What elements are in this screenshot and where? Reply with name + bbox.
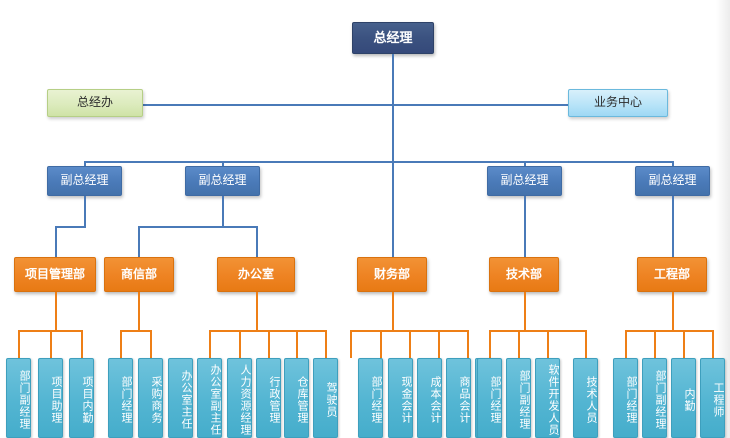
node-deputy-gm-1[interactable]: 副总经理 bbox=[47, 166, 122, 196]
node-role-eng-dept-manager[interactable]: 部门经理 bbox=[613, 358, 638, 438]
node-deputy-gm-3[interactable]: 副总经理 bbox=[487, 166, 562, 196]
node-general-manager[interactable]: 总经理 bbox=[352, 22, 434, 54]
node-role-driver[interactable]: 驾驶员 bbox=[313, 358, 338, 438]
connector-d1-stem bbox=[84, 196, 86, 226]
node-role-tech-deputy-manager[interactable]: 部门副经理 bbox=[506, 358, 531, 438]
connector-dept4-stem bbox=[392, 292, 394, 330]
connector-dept5-role3 bbox=[547, 330, 549, 358]
connector-dept6-bus bbox=[625, 330, 713, 332]
connector-d2-to-dept2 bbox=[138, 226, 140, 257]
node-role-merchandise-accountant[interactable]: 商品会计 bbox=[446, 358, 471, 438]
connector-dept6-role4 bbox=[712, 330, 714, 358]
node-deputy-gm-4[interactable]: 副总经理 bbox=[635, 166, 710, 196]
connector-dept2-stem bbox=[138, 292, 140, 330]
node-role-technical-staff[interactable]: 技术人员 bbox=[573, 358, 598, 438]
node-gm-office[interactable]: 总经办 bbox=[47, 89, 143, 117]
connector-d4-to-dept6 bbox=[672, 196, 674, 257]
connector-top-trunk bbox=[392, 54, 394, 161]
connector-dept3-stem bbox=[256, 292, 258, 330]
node-dept-project-management[interactable]: 项目管理部 bbox=[14, 257, 96, 292]
node-role-office-deputy-director[interactable]: 办公室副主任 bbox=[197, 358, 222, 438]
node-dept-finance[interactable]: 财务部 bbox=[357, 257, 427, 292]
node-role-cash-accountant[interactable]: 现金会计 bbox=[388, 358, 413, 438]
connector-staff-right bbox=[392, 104, 568, 106]
connector-dept2-role1 bbox=[120, 330, 122, 358]
connector-dept1-stem bbox=[55, 292, 57, 330]
connector-d1-elbow bbox=[55, 226, 86, 228]
connector-dept5-role2 bbox=[518, 330, 520, 358]
node-role-cost-accountant[interactable]: 成本会计 bbox=[417, 358, 442, 438]
connector-deputy-drop-2 bbox=[222, 161, 224, 166]
node-dept-office[interactable]: 办公室 bbox=[217, 257, 295, 292]
connector-dept4-role5 bbox=[467, 330, 469, 358]
node-role-engineer[interactable]: 工程师 bbox=[700, 358, 725, 438]
connector-finance-stem bbox=[392, 161, 394, 257]
connector-dept4-role3 bbox=[409, 330, 411, 358]
connector-dept5-role1 bbox=[489, 330, 491, 358]
connector-dept3-role3 bbox=[268, 330, 270, 358]
node-deputy-gm-2[interactable]: 副总经理 bbox=[185, 166, 260, 196]
node-role-tech-dept-manager[interactable]: 部门经理 bbox=[477, 358, 502, 438]
node-business-center[interactable]: 业务中心 bbox=[568, 89, 668, 117]
node-role-software-developer[interactable]: 软件开发人员 bbox=[535, 358, 560, 438]
connector-dept1-role3 bbox=[81, 330, 83, 358]
node-role-hr-manager[interactable]: 人力资源经理 bbox=[227, 358, 252, 438]
node-role-project-clerk[interactable]: 项目内勤 bbox=[69, 358, 94, 438]
connector-d3-to-dept5 bbox=[524, 196, 526, 257]
connector-dept5-bus bbox=[489, 330, 586, 332]
connector-dept3-role5 bbox=[325, 330, 327, 358]
connector-d2-stem bbox=[222, 196, 224, 226]
node-role-eng-clerk[interactable]: 内勤 bbox=[671, 358, 696, 438]
connector-deputy-drop-4 bbox=[672, 161, 674, 166]
connector-dept6-role1 bbox=[625, 330, 627, 358]
connector-dept5-role4 bbox=[585, 330, 587, 358]
connector-deputy-drop-1 bbox=[84, 161, 86, 166]
connector-dept1-role2 bbox=[50, 330, 52, 358]
node-role-eng-deputy-manager[interactable]: 部门副经理 bbox=[642, 358, 667, 438]
connector-dept4-role4 bbox=[438, 330, 440, 358]
connector-dept6-role2 bbox=[654, 330, 656, 358]
page-edge-shading bbox=[716, 0, 730, 438]
node-role-administration[interactable]: 行政管理 bbox=[256, 358, 281, 438]
node-role-project-assistant[interactable]: 项目助理 bbox=[38, 358, 63, 438]
connector-dept3-bus bbox=[209, 330, 326, 332]
connector-dept3-role2 bbox=[239, 330, 241, 358]
connector-deputy-drop-3 bbox=[524, 161, 526, 166]
connector-d1-to-dept1 bbox=[55, 226, 57, 257]
node-role-warehouse-management[interactable]: 仓库管理 bbox=[284, 358, 309, 438]
connector-dept3-role4 bbox=[296, 330, 298, 358]
connector-dept4-role1 bbox=[350, 330, 352, 358]
connector-dept1-role1 bbox=[18, 330, 20, 358]
node-role-finance-dept-manager[interactable]: 部门经理 bbox=[358, 358, 383, 438]
connector-dept3-role1 bbox=[209, 330, 211, 358]
node-dept-business-info[interactable]: 商信部 bbox=[104, 257, 174, 292]
node-role-bizinfo-dept-manager[interactable]: 部门经理 bbox=[108, 358, 133, 438]
connector-dept5-stem bbox=[524, 292, 526, 330]
node-role-office-director[interactable]: 办公室主任 bbox=[168, 358, 193, 438]
connector-dept4-role2 bbox=[380, 330, 382, 358]
connector-dept2-bus bbox=[120, 330, 151, 332]
connector-d2-to-dept3 bbox=[256, 226, 258, 257]
node-dept-technology[interactable]: 技术部 bbox=[489, 257, 559, 292]
connector-dept6-role3 bbox=[683, 330, 685, 358]
connector-staff-left bbox=[143, 104, 392, 106]
connector-dept2-role2 bbox=[150, 330, 152, 358]
node-role-purchasing-business[interactable]: 采购商务 bbox=[138, 358, 163, 438]
node-dept-engineering[interactable]: 工程部 bbox=[637, 257, 707, 292]
connector-dept6-stem bbox=[672, 292, 674, 330]
connector-deputy-bus bbox=[84, 161, 672, 163]
connector-d2-bus bbox=[138, 226, 257, 228]
node-role-project-deputy-manager[interactable]: 部门副经理 bbox=[6, 358, 31, 438]
